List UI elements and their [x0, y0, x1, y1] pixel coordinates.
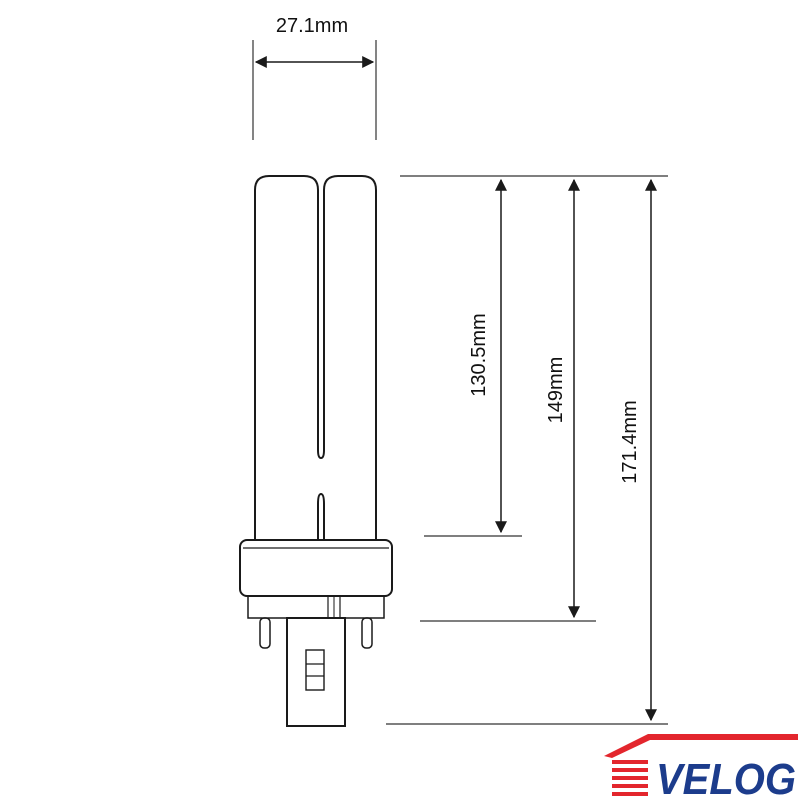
logo-stripe-2: [612, 768, 648, 772]
logo-stripe-3: [612, 776, 648, 780]
tube-outline: [254, 175, 377, 540]
tube-length-dimension: 130.5mm: [468, 178, 507, 534]
extension-lines: [386, 175, 668, 725]
lamp-base: [239, 539, 393, 727]
logo-text: VELOG: [656, 755, 796, 800]
logo-stripe-5: [612, 792, 648, 796]
base-stem: [286, 617, 346, 727]
to-base-dimension: 149mm: [545, 178, 580, 619]
width-label: 27.1mm: [276, 15, 348, 37]
logo-stripe-4: [612, 784, 648, 788]
stem-window: [305, 649, 325, 691]
width-dimension: 27.1mm: [252, 15, 377, 140]
tube-length-label: 130.5mm: [468, 313, 490, 396]
overall-length-label: 171.4mm: [619, 400, 641, 483]
tube-lower-slit: [317, 492, 325, 540]
to-base-label: 149mm: [545, 357, 567, 424]
logo-stripe-1: [612, 760, 648, 764]
pin-right: [361, 617, 373, 649]
lamp-tubes: [254, 175, 377, 540]
logo-roof-icon: [604, 734, 798, 758]
overall-length-dimension: 171.4mm: [619, 178, 657, 722]
velog-logo: VELOG: [604, 734, 798, 800]
pin-left: [259, 617, 271, 649]
base-lower-ring: [247, 595, 385, 619]
